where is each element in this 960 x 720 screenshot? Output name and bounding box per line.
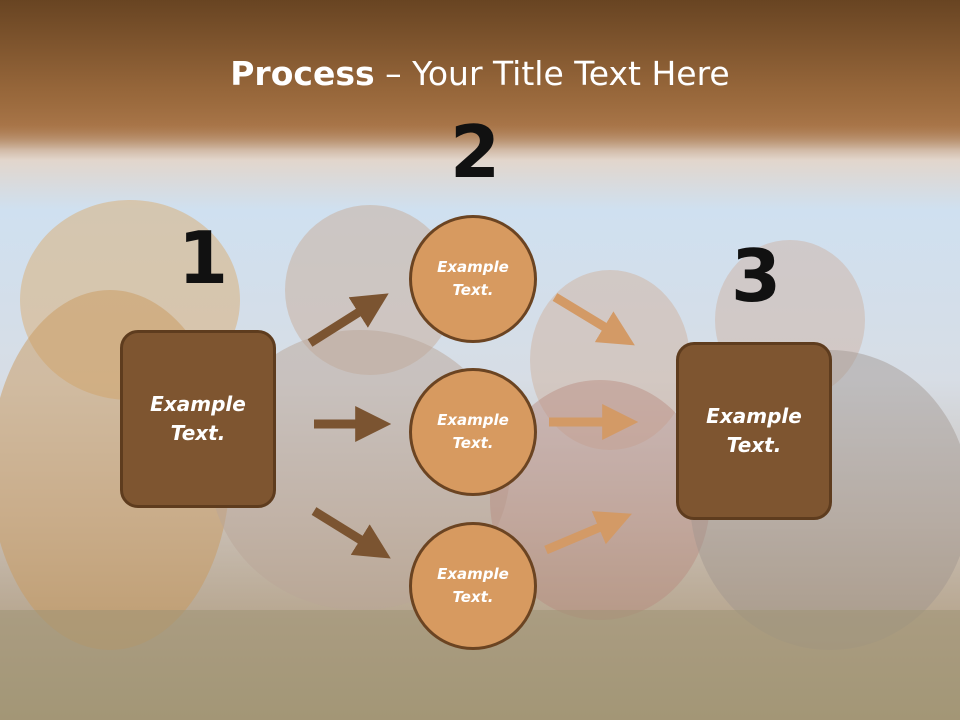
arrow-left-up	[307, 293, 389, 347]
step-number-3: 3	[731, 234, 782, 318]
step-3-box: Example Text.	[676, 342, 832, 520]
arrow-right-up	[544, 511, 632, 555]
slide-title: Process – Your Title Text Here	[0, 54, 960, 93]
step-2-circle-top: Example Text.	[409, 215, 537, 343]
title-rest: – Your Title Text Here	[374, 54, 730, 93]
title-bold: Process	[230, 54, 375, 93]
step-1-box: Example Text.	[120, 330, 276, 508]
arrow-right-down	[552, 293, 635, 346]
step-2-circle-bottom: Example Text.	[409, 522, 537, 650]
step-2-circle-middle: Example Text.	[409, 368, 537, 496]
header-band	[0, 0, 960, 150]
step-number-2: 2	[450, 110, 501, 194]
arrow-left-down	[311, 507, 391, 559]
step-number-1: 1	[178, 216, 229, 300]
